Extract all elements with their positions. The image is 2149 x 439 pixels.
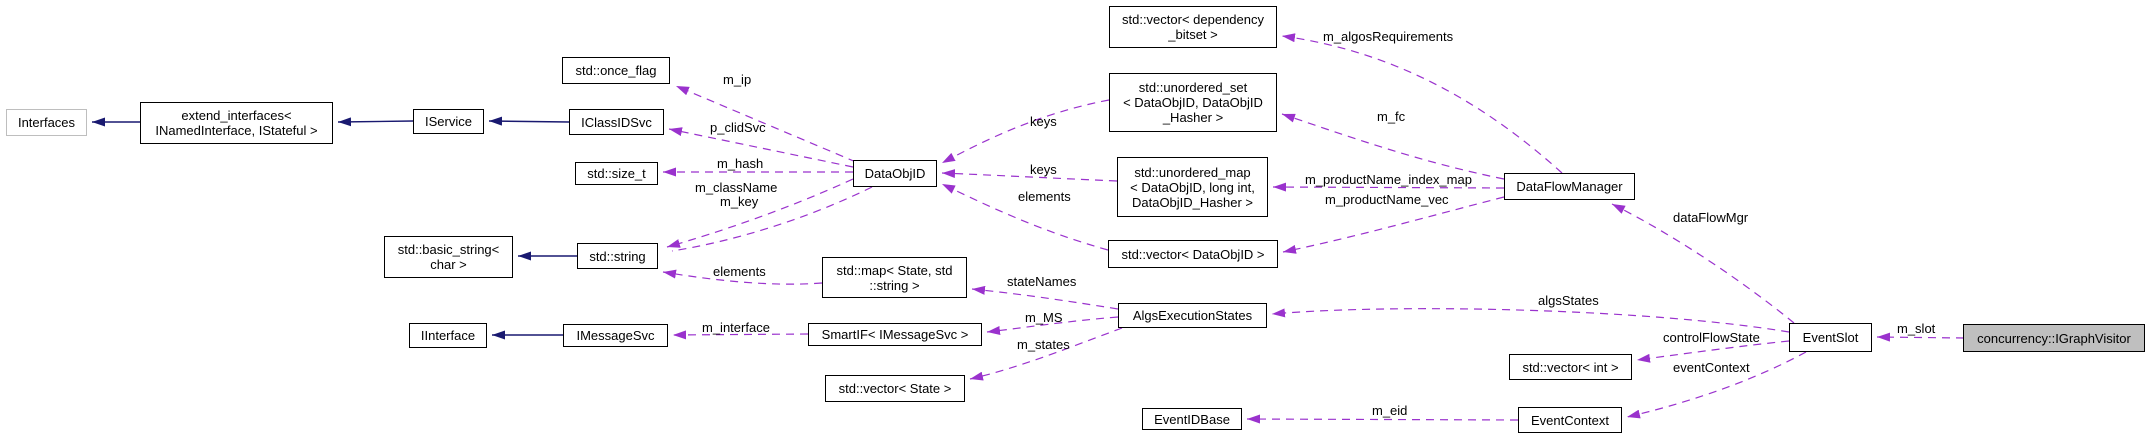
edge-label-elements-vector: elements (1018, 189, 1071, 204)
edge-m-ip (675, 85, 857, 163)
node-iinterface[interactable]: IInterface (409, 323, 487, 348)
edge-label-m-interface: m_interface (702, 320, 770, 335)
node-imessagesvc[interactable]: IMessageSvc (563, 324, 668, 347)
edge-label-p-clidsvc: p_clidSvc (710, 120, 766, 135)
node-std-vector-dataobjid[interactable]: std::vector< DataObjID > (1108, 240, 1278, 268)
edge-label-m-states: m_states (1017, 337, 1070, 352)
edge-m-eid (1246, 414, 1519, 424)
edge-label-elements-string: elements (713, 264, 766, 279)
edge-elements-vector (941, 183, 1109, 251)
edge-label-m-ms: m_MS (1025, 310, 1063, 325)
edge-elements-string (662, 269, 823, 285)
node-iservice[interactable]: IService (413, 109, 484, 134)
edge-label-m-fc: m_fc (1377, 109, 1406, 124)
edge-label-m-algosrequirements: m_algosRequirements (1323, 29, 1454, 44)
node-std-basic-string[interactable]: std::basic_string< char > (384, 236, 513, 278)
node-iclassidsvc[interactable]: IClassIDSvc (569, 109, 664, 135)
edge-m-productname-index-map (1272, 182, 1505, 192)
edge-label-keys-set: keys (1030, 114, 1057, 129)
edge-iservice-to-extend (337, 117, 414, 127)
edge-m-interface (672, 330, 809, 340)
node-std-string[interactable]: std::string (577, 243, 658, 269)
edge-m-fc (1281, 113, 1505, 180)
node-dataobjid[interactable]: DataObjID (853, 160, 937, 187)
node-smartif-imessagesvc[interactable]: SmartIF< IMessageSvc > (808, 323, 982, 346)
edge-label-m-key: m_key (720, 194, 759, 209)
edge-algsstates (1271, 308, 1790, 333)
edge-label-m-classname: m_className (695, 180, 778, 195)
edge-m-slot (1876, 332, 1965, 342)
edge-label-m-ip: m_ip (723, 72, 752, 87)
edge-label-statenames: stateNames (1007, 274, 1077, 289)
edge-label-eventcontext: eventContext (1673, 360, 1750, 375)
edge-label-controlflowstate: controlFlowState (1663, 330, 1760, 345)
edge-label-m-eid: m_eid (1372, 403, 1408, 418)
node-std-once-flag[interactable]: std::once_flag (562, 57, 670, 84)
edge-label-m-productname-index-map: m_productName_index_map (1305, 172, 1472, 187)
edge-keys-set (941, 99, 1110, 164)
edge-p-clidsvc (668, 127, 854, 168)
node-std-vector-state[interactable]: std::vector< State > (825, 375, 965, 402)
node-std-vector-dependency-bitset[interactable]: std::vector< dependency _bitset > (1109, 6, 1277, 48)
edge-iclassidsvc-to-iservice (488, 116, 570, 126)
node-eventslot[interactable]: EventSlot (1789, 323, 1872, 352)
edge-label-m-slot: m_slot (1897, 321, 1936, 336)
edge-controlflowstate (1636, 340, 1790, 363)
node-std-size-t[interactable]: std::size_t (575, 162, 658, 185)
edge-m-classname (666, 178, 854, 248)
edge-statenames (971, 285, 1119, 310)
edge-eventcontext (1626, 351, 1807, 419)
node-interfaces: Interfaces (6, 109, 87, 136)
node-eventidbase[interactable]: EventIDBase (1142, 408, 1242, 430)
edge-m-ms (986, 316, 1119, 335)
node-std-vector-int[interactable]: std::vector< int > (1509, 354, 1632, 380)
node-eventcontext[interactable]: EventContext (1518, 407, 1622, 433)
edge-label-m-productname-vec: m_productName_vec (1325, 192, 1449, 207)
edge-label-dataflowmgr: dataFlowMgr (1673, 210, 1749, 225)
node-extend-interfaces[interactable]: extend_interfaces< INamedInterface, ISta… (140, 102, 333, 144)
node-igraphvisitor: concurrency::IGraphVisitor (1963, 324, 2145, 352)
edge-label-keys-map: keys (1030, 162, 1057, 177)
edge-m-algosrequirements (1281, 33, 1563, 174)
node-std-unordered-set[interactable]: std::unordered_set < DataObjID, DataObjI… (1109, 73, 1277, 132)
node-std-map-state-string[interactable]: std::map< State, std ::string > (822, 257, 967, 298)
edge-keys-map (941, 169, 1118, 182)
node-dataflowmanager[interactable]: DataFlowManager (1504, 173, 1635, 200)
edge-m-productname-vec (1282, 196, 1505, 254)
edge-m-key (671, 186, 873, 252)
node-algsexecutionstates[interactable]: AlgsExecutionStates (1118, 303, 1267, 328)
edge-label-algsstates: algsStates (1538, 293, 1599, 308)
node-std-unordered-map[interactable]: std::unordered_map < DataObjID, long int… (1117, 157, 1268, 217)
edge-label-m-hash: m_hash (717, 156, 764, 171)
edge-dataflowmgr (1611, 203, 1795, 324)
edge-m-states (969, 327, 1123, 381)
